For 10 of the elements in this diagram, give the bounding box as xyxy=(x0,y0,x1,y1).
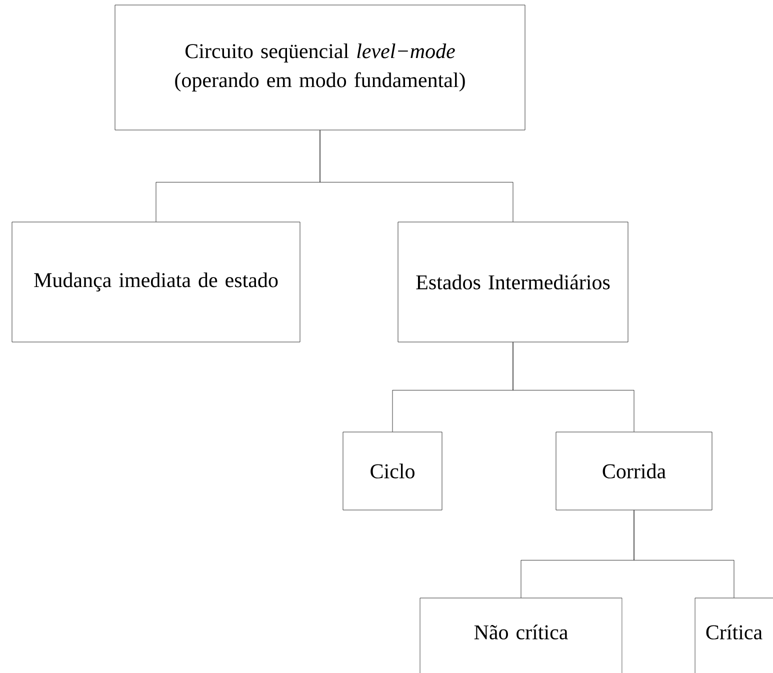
tree-box: Crítica xyxy=(694,598,773,673)
tree-box: Ciclo xyxy=(342,432,442,510)
tree-box: Circuito seqüencial level−mode (operando em modo fundamental) xyxy=(114,4,526,130)
tree-box: Mudança imediata de estado xyxy=(12,222,300,342)
connector-line xyxy=(320,130,514,222)
tree-box: Corrida xyxy=(556,432,712,510)
connector-line xyxy=(634,510,734,598)
connector-line xyxy=(512,342,634,432)
tree-box: Não crítica xyxy=(420,598,622,673)
tree-box: Estados Intermediários xyxy=(398,222,628,342)
